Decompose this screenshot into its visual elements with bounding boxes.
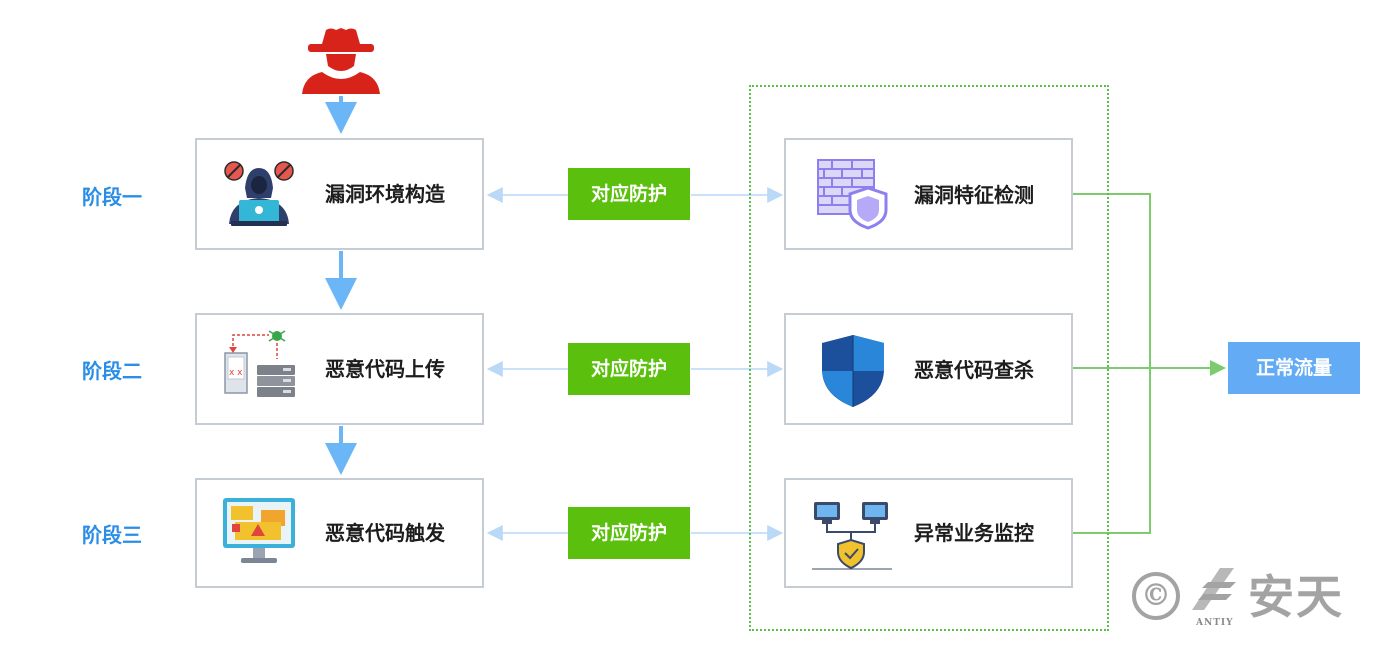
- protect-tag-1: 对应防护: [568, 168, 690, 220]
- watermark-brand: 安天: [1248, 570, 1344, 624]
- normal-traffic-box: 正常流量: [1228, 342, 1360, 394]
- attack-label-2: 恶意代码上传: [325, 357, 445, 381]
- network-monitor-icon: [812, 502, 892, 570]
- malware-upload-icon: x x: [224, 330, 295, 397]
- defense-box-1: 漏洞特征检测: [784, 138, 1073, 250]
- protect-tag-2: 对应防护: [568, 343, 690, 395]
- alert-monitor-icon: [223, 498, 295, 563]
- stage-label-2: 阶段二: [82, 359, 142, 383]
- attack-label-3: 恶意代码触发: [325, 521, 445, 545]
- copyright-icon: ©: [1132, 572, 1180, 620]
- antiy-logo-icon: [1192, 568, 1236, 610]
- defense-box-3: 异常业务监控: [784, 478, 1073, 588]
- attack-box-1: 漏洞环境构造: [195, 138, 484, 250]
- attack-box-3: 恶意代码触发: [195, 478, 484, 588]
- defense-label-1: 漏洞特征检测: [914, 183, 1034, 207]
- watermark-latin: ANTIY: [1196, 618, 1234, 628]
- security-shield-icon: [822, 335, 884, 407]
- output-line-1: [1072, 193, 1151, 368]
- defense-label-3: 异常业务监控: [914, 521, 1034, 545]
- output-line-3: [1072, 368, 1151, 534]
- protect-tag-3: 对应防护: [568, 507, 690, 559]
- svg-text:x x: x x: [229, 368, 243, 378]
- hacker-laptop-icon: [224, 161, 294, 226]
- defense-label-2: 恶意代码查杀: [914, 358, 1034, 382]
- attack-label-1: 漏洞环境构造: [325, 182, 445, 206]
- defense-box-2: 恶意代码查杀: [784, 313, 1073, 425]
- stage-label-3: 阶段三: [82, 523, 142, 547]
- defense-group-frame: [749, 85, 1109, 631]
- hacker-icon: [302, 28, 380, 94]
- firewall-shield-icon: [817, 159, 888, 230]
- attack-box-2: x x 恶意代码上传: [195, 313, 484, 425]
- stage-label-1: 阶段一: [82, 185, 142, 209]
